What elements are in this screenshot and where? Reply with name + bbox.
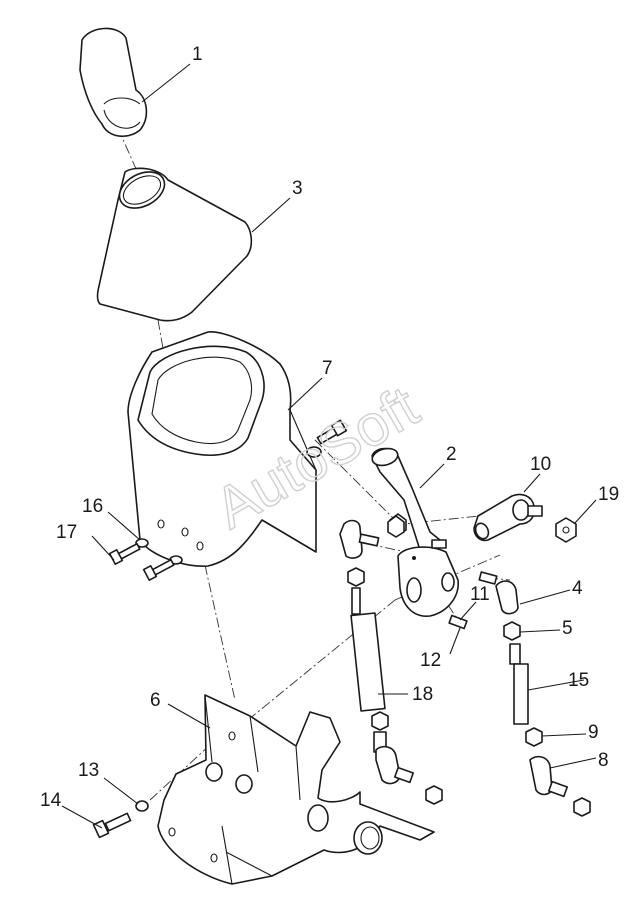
callout-labels: 1 2 3 4 5 6 7 8 9 10 11 12 13 14 15 16 1… bbox=[40, 44, 619, 811]
part-10-ball-joint bbox=[473, 493, 577, 543]
part-7-housing bbox=[127, 331, 317, 567]
part-12-bolt bbox=[448, 614, 468, 630]
callout-12: 12 bbox=[420, 650, 441, 671]
screws-16-17 bbox=[108, 538, 183, 581]
part-1-shift-knob bbox=[79, 27, 148, 137]
callout-5: 5 bbox=[562, 618, 573, 639]
callout-leaders bbox=[61, 63, 597, 829]
callout-19: 19 bbox=[598, 484, 619, 505]
rod-15-assembly bbox=[478, 571, 591, 817]
callout-2: 2 bbox=[446, 444, 457, 465]
callout-8: 8 bbox=[598, 750, 609, 771]
callout-14: 14 bbox=[40, 790, 62, 811]
callout-16: 16 bbox=[82, 496, 103, 517]
callout-17: 17 bbox=[56, 522, 77, 543]
part-2-shift-lever bbox=[371, 447, 459, 617]
screw-top bbox=[306, 419, 348, 458]
bolt-13-14 bbox=[92, 800, 149, 839]
callout-13: 13 bbox=[78, 760, 99, 781]
callout-10: 10 bbox=[530, 454, 551, 475]
callout-11: 11 bbox=[470, 584, 490, 605]
rod-18-assembly bbox=[339, 519, 443, 805]
part-3-boot bbox=[96, 167, 253, 322]
nut-lever bbox=[387, 515, 405, 538]
callout-9: 9 bbox=[588, 722, 599, 743]
callout-18: 18 bbox=[412, 684, 433, 705]
callout-6: 6 bbox=[150, 690, 161, 711]
callout-7: 7 bbox=[322, 358, 333, 379]
part-6-base-bracket bbox=[157, 694, 435, 885]
callout-15: 15 bbox=[568, 670, 589, 691]
callout-4: 4 bbox=[572, 578, 583, 599]
callout-1: 1 bbox=[192, 44, 203, 65]
callout-3: 3 bbox=[292, 178, 303, 199]
